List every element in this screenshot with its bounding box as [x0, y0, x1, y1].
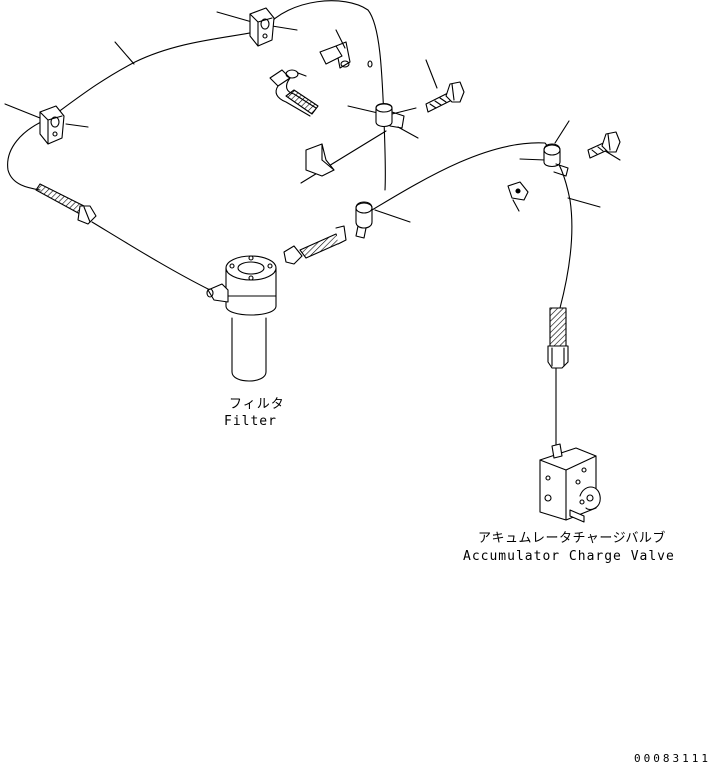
filter-icon	[206, 255, 277, 382]
clamp-right-icon	[543, 143, 569, 177]
clamp-tube-icon	[355, 201, 373, 239]
clamp-center-icon	[375, 102, 405, 129]
tube-left-loop	[7, 29, 266, 191]
filter-label-jp: フィルタ	[229, 397, 285, 412]
tube-valve-line	[371, 142, 573, 309]
leader-lines	[4, 11, 621, 223]
filter-label-en: Filter	[224, 414, 277, 429]
hose-left-icon	[35, 183, 97, 225]
bolt-right-icon	[587, 131, 621, 159]
hose-center-icon	[283, 225, 347, 265]
accumulator-valve-icon	[539, 443, 601, 523]
bent-pipe-icon	[269, 69, 319, 117]
drawing-code: 00083111	[634, 752, 711, 765]
small-bracket-icon	[507, 181, 529, 201]
clamp-top-icon	[249, 7, 275, 47]
bracket-plate-icon	[305, 143, 335, 177]
clamp-left-icon	[39, 105, 65, 145]
hose-right-icon	[547, 307, 569, 369]
valve-label-en: Accumulator Charge Valve	[463, 549, 675, 564]
elbow-fitting-icon	[319, 41, 373, 69]
bolt-top-icon	[425, 81, 465, 113]
tube-filter-inlet	[91, 221, 211, 291]
valve-label-jp: アキュムレータチャージバルブ	[478, 531, 666, 546]
tube-top-return	[264, 0, 386, 191]
